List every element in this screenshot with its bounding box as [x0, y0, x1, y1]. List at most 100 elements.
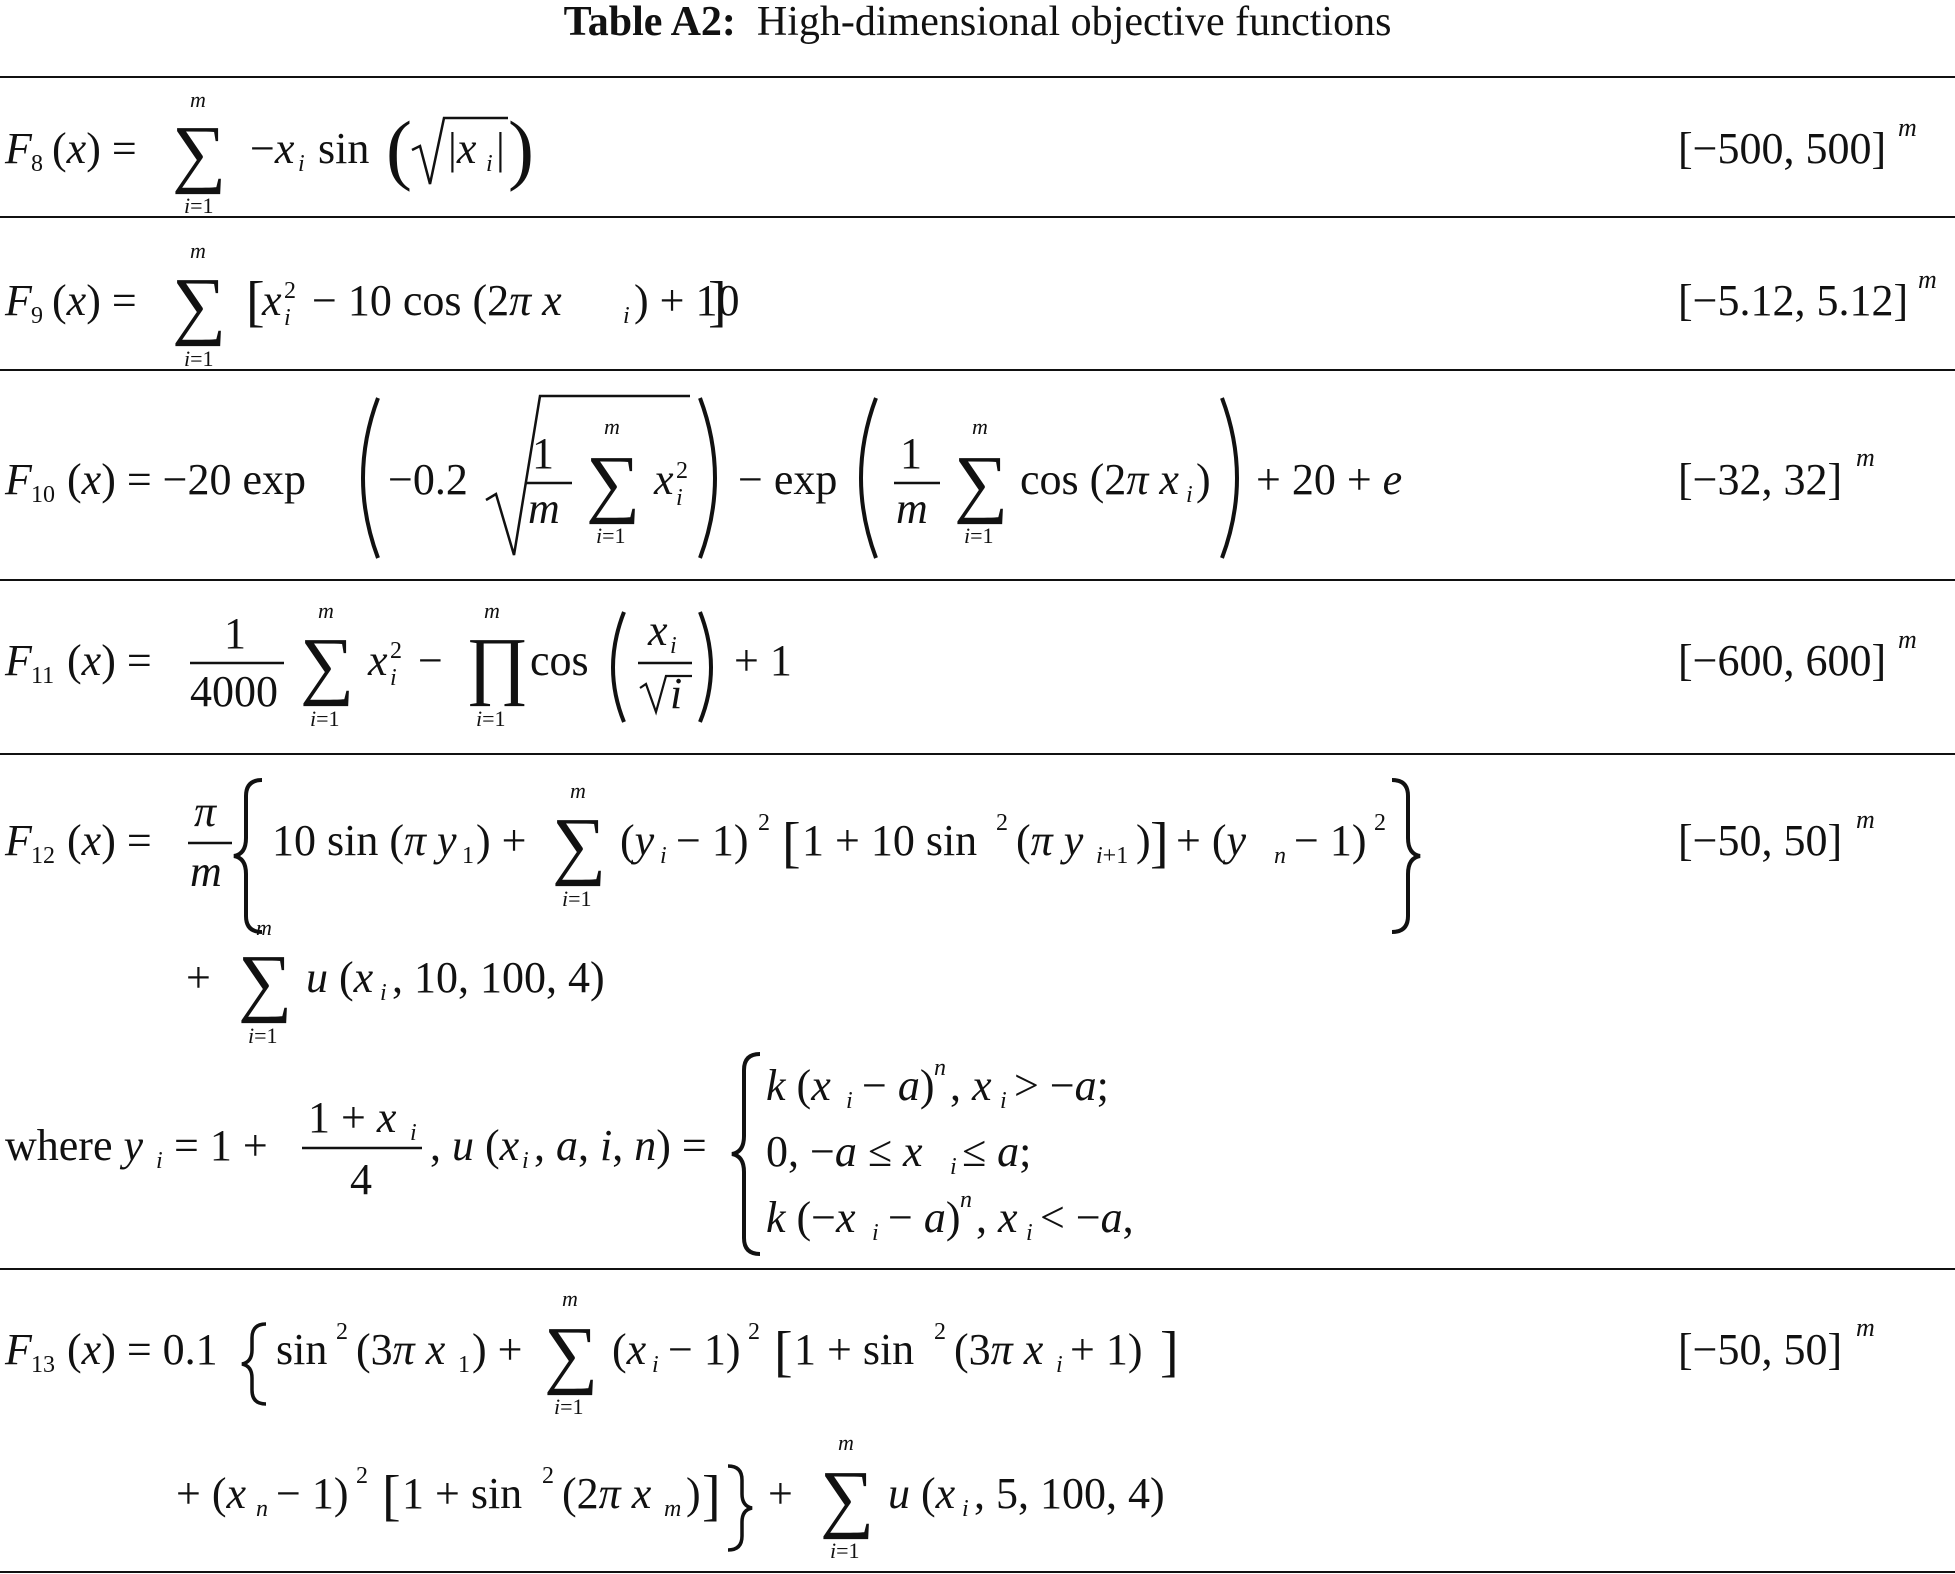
svg-text:(x) =: (x) =: [67, 816, 152, 865]
range-f9: [−5.12, 5.12]: [1678, 276, 1908, 325]
svg-text:i=1: i=1: [310, 706, 340, 731]
svg-text:m: m: [318, 598, 334, 623]
svg-text:x: x: [367, 636, 388, 685]
svg-text:m: m: [256, 915, 272, 940]
svg-text:∑: ∑: [552, 803, 606, 887]
svg-text:2: 2: [996, 810, 1008, 836]
svg-text:i: i: [1056, 1352, 1063, 1378]
svg-text:i: i: [284, 305, 291, 331]
svg-text:− 1): − 1): [1294, 816, 1366, 865]
svg-text:2: 2: [758, 810, 770, 836]
svg-text:m: m: [562, 1286, 578, 1311]
svg-text:10 sin (π y: 10 sin (π y: [272, 816, 457, 865]
svg-text:i=1: i=1: [184, 193, 214, 218]
svg-text:− exp: − exp: [738, 455, 837, 504]
svg-text:, x: , x: [976, 1193, 1018, 1242]
svg-text:F: F: [4, 455, 33, 504]
svg-text:u (x: u (x: [888, 1469, 956, 1518]
svg-text:9: 9: [31, 303, 43, 329]
svg-text:i: i: [390, 665, 397, 691]
svg-text:]: ]: [1160, 1321, 1179, 1383]
svg-text:, u (x: , u (x: [430, 1121, 520, 1170]
svg-text:i=1: i=1: [476, 706, 506, 731]
svg-text:i=1: i=1: [248, 1023, 278, 1048]
svg-text:2: 2: [1374, 810, 1386, 836]
svg-text:i: i: [676, 485, 683, 511]
formula-f8: F 8 (x) = m ∑ i=1 −x i sin ( |x i | ) [−…: [4, 87, 1917, 218]
svg-text:i=1: i=1: [562, 886, 592, 911]
svg-text:(3π x: (3π x: [356, 1325, 446, 1374]
svg-text:x: x: [647, 606, 668, 655]
svg-text:, 5, 100, 4): , 5, 100, 4): [974, 1469, 1165, 1518]
svg-text:i: i: [623, 303, 630, 329]
svg-text:+ (y: + (y: [1176, 816, 1246, 865]
svg-text:(x) =: (x) =: [67, 636, 152, 685]
svg-text:m: m: [190, 847, 222, 896]
svg-text:) +: ) +: [472, 1325, 522, 1374]
svg-text:, 10, 100, 4): , 10, 100, 4): [392, 953, 605, 1002]
svg-text:i: i: [846, 1088, 853, 1114]
svg-text:(y: (y: [620, 816, 655, 865]
svg-text:i: i: [522, 1148, 529, 1174]
svg-text:+ (x: + (x: [176, 1469, 246, 1518]
range-exp-f8: m: [1898, 113, 1917, 142]
svg-text:i: i: [872, 1220, 879, 1246]
svg-text:∑: ∑: [238, 940, 292, 1024]
formula-f13: F 13 (x) = 0.1 sin 2 (3π x 1 ) + m ∑ i=1…: [4, 1286, 1875, 1563]
caption-title: High-dimensional objective functions: [756, 0, 1392, 45]
svg-text:i=1: i=1: [554, 1394, 584, 1419]
svg-text:n: n: [960, 1187, 972, 1213]
formula-f11: F 11 (x) = 1 4000 m ∑ i=1 x 2 i − m ∏ i=…: [4, 598, 1917, 731]
svg-text:+: +: [186, 953, 211, 1002]
svg-text:sin: sin: [276, 1325, 327, 1374]
svg-text:i+1: i+1: [1096, 843, 1128, 869]
range-exp-f11: m: [1898, 625, 1917, 654]
svg-text:n: n: [256, 1496, 268, 1522]
svg-text:): ): [686, 1469, 701, 1518]
svg-text:n: n: [1274, 843, 1286, 869]
svg-text:m: m: [190, 238, 206, 263]
caption-label: Table A2:: [563, 0, 736, 45]
svg-text:−: −: [418, 636, 443, 685]
svg-text:13: 13: [31, 1352, 55, 1378]
svg-text:∑: ∑: [172, 263, 226, 347]
svg-text:m: m: [896, 484, 928, 533]
range-f11: [−600, 600]: [1678, 636, 1886, 685]
svg-text:where y: where y: [5, 1121, 144, 1170]
svg-text:F: F: [4, 124, 33, 173]
svg-text:(3π x: (3π x: [954, 1325, 1044, 1374]
svg-text:− 1): − 1): [676, 816, 748, 865]
svg-text:1 + sin: 1 + sin: [402, 1469, 522, 1518]
svg-text:i: i: [652, 1352, 659, 1378]
svg-text:): ): [1196, 455, 1211, 504]
svg-text:− 10 cos (2π x: − 10 cos (2π x: [312, 276, 562, 325]
svg-text:i: i: [950, 1154, 957, 1180]
svg-text:i: i: [670, 633, 677, 659]
range-exp-f9: m: [1918, 265, 1937, 294]
svg-text:∑: ∑: [172, 111, 226, 195]
range-f13: [−50, 50]: [1678, 1325, 1842, 1374]
svg-text:k (−x: k (−x: [766, 1193, 856, 1242]
svg-text:1: 1: [462, 843, 474, 869]
svg-text:∏: ∏: [466, 623, 529, 707]
svg-text:]: ]: [1150, 812, 1169, 874]
svg-text:(π y: (π y: [1016, 816, 1084, 865]
svg-text:, x: , x: [950, 1061, 992, 1110]
svg-text:(x) =: (x) =: [52, 124, 137, 173]
rule-bottom: [0, 1571, 1955, 1573]
range-f12: [−50, 50]: [1678, 816, 1842, 865]
rule-f8: [0, 216, 1955, 218]
svg-text:2: 2: [390, 638, 402, 664]
svg-text:): ): [508, 105, 534, 192]
svg-text:[: [: [782, 812, 801, 874]
svg-text:π: π: [194, 787, 218, 836]
svg-text:]: ]: [702, 1465, 721, 1527]
svg-text:|x: |x: [448, 124, 477, 173]
svg-text:i: i: [486, 151, 493, 177]
svg-text:∑: ∑: [820, 1456, 874, 1540]
formula-f10: F 10 (x) = −20 exp −0.2 1 m m ∑ i=1 x 2 …: [4, 394, 1875, 559]
svg-text:10: 10: [31, 482, 55, 508]
svg-text:− 1): − 1): [668, 1325, 740, 1374]
svg-text:11: 11: [31, 663, 54, 689]
